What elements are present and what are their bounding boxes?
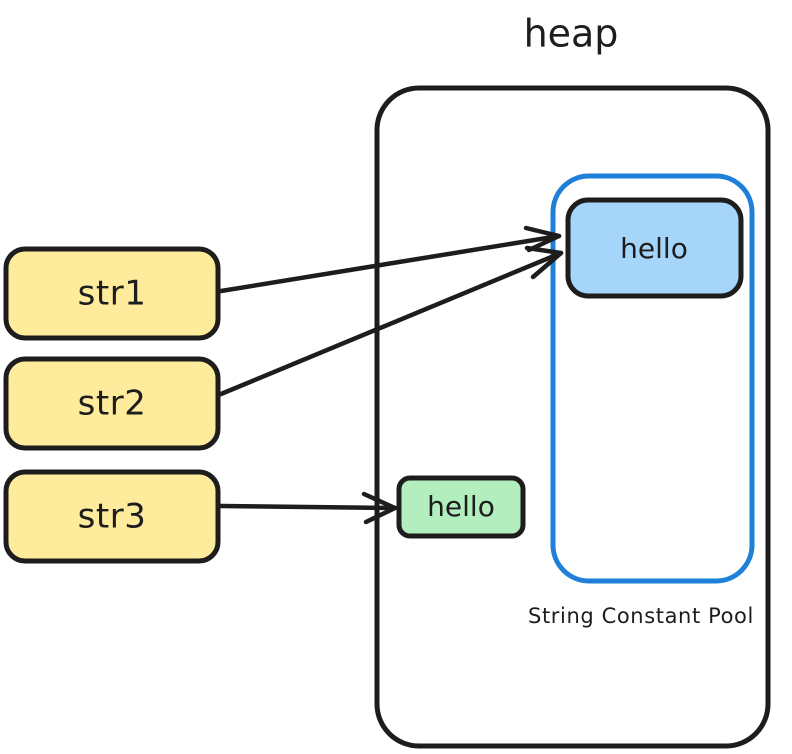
heap-hello-node: hello <box>396 475 526 539</box>
variable-node-str1: str1 <box>3 246 221 341</box>
pool-hello-node: hello <box>565 197 744 299</box>
variable-node-str2: str2 <box>3 356 221 451</box>
str1-box <box>3 246 221 341</box>
pool-hello-box <box>565 197 744 299</box>
str1-label: str1 <box>78 274 147 314</box>
arrow-str3-line <box>218 503 398 511</box>
str2-label: str2 <box>78 384 147 424</box>
variable-node-str3: str3 <box>3 469 221 564</box>
str3-box <box>3 469 221 564</box>
pool-hello-label: hello <box>620 232 688 265</box>
heap-hello-box <box>396 475 526 539</box>
arrow-str1-line <box>218 233 562 294</box>
arrow-str2-head <box>524 245 564 280</box>
pool-caption: String Constant Pool <box>528 604 754 628</box>
arrow-str2-to-pool-hello <box>218 245 564 397</box>
heap-title: heap <box>524 12 619 56</box>
arrow-str3-to-heap-hello <box>218 491 398 525</box>
heap-hello-label: hello <box>427 490 495 523</box>
str3-label: str3 <box>78 497 147 537</box>
arrow-str3-head <box>361 491 398 525</box>
arrow-str2-line <box>218 250 564 397</box>
str2-box <box>3 356 221 451</box>
